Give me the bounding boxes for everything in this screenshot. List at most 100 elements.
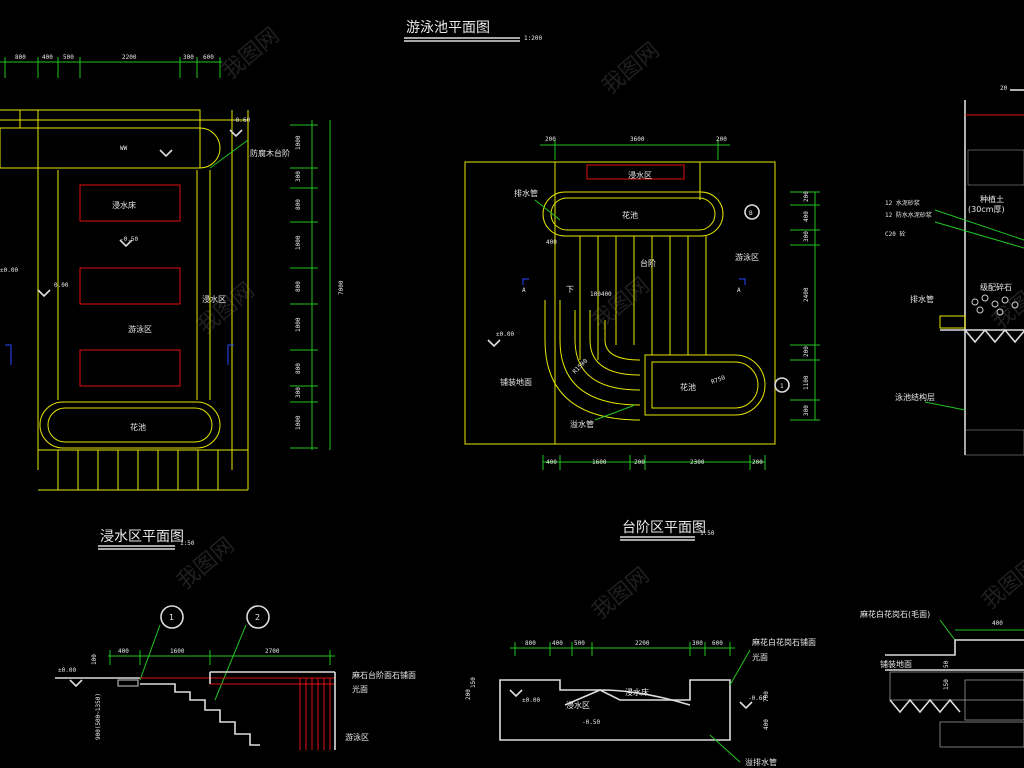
drain-label: 排水管 bbox=[514, 188, 538, 198]
dim: 200 bbox=[634, 459, 645, 466]
mark-1: 1 bbox=[780, 383, 784, 390]
mark-a: A bbox=[737, 287, 741, 294]
dim: 300 bbox=[803, 231, 810, 242]
dim: 300 bbox=[692, 640, 703, 647]
label: ±0.00 bbox=[522, 697, 540, 704]
gravel-pattern bbox=[971, 294, 1019, 316]
level-label: ±0.00 bbox=[496, 331, 514, 338]
layer-label: (30cm厚) bbox=[968, 205, 1005, 214]
dim: 800 bbox=[295, 199, 302, 210]
edge-note: 防腐木台阶 bbox=[250, 148, 290, 158]
bottom-left-section: 1 2 400 1600 2700 ±0.00 100 900(500~1350… bbox=[55, 605, 416, 750]
dim: 1600 bbox=[170, 648, 185, 655]
bottom-center-section: 800 400 500 2200 300 600 浸水床 浸水区 -0.60 ±… bbox=[465, 637, 816, 767]
total-dim: 7000 bbox=[338, 280, 345, 295]
dim: 400 bbox=[546, 459, 557, 466]
flower-bot-label: 花池 bbox=[680, 382, 696, 392]
dim: 2200 bbox=[635, 640, 650, 647]
watermark: 我图网 bbox=[978, 553, 1024, 615]
drain-bot-label: 溢水管 bbox=[570, 419, 594, 429]
flower-top-label: 花池 bbox=[622, 210, 638, 220]
level-left: ±0.00 bbox=[0, 267, 18, 274]
dim: 150 bbox=[943, 679, 950, 690]
level-mid: 0.00 bbox=[54, 282, 69, 289]
dim: 800 bbox=[295, 363, 302, 374]
marker-2: 2 bbox=[255, 613, 260, 622]
center-title-scale: 1:50 bbox=[700, 530, 715, 537]
depth-label: -0.50 bbox=[120, 236, 138, 243]
dim: 2300 bbox=[690, 459, 705, 466]
arc-label: R1500 bbox=[571, 357, 589, 375]
dim: 200 bbox=[803, 346, 810, 357]
dim: 50 bbox=[943, 660, 950, 668]
main-title: 游泳池平面图 1:200 bbox=[404, 20, 542, 42]
vert-dim: 900(500~1350) bbox=[95, 693, 102, 740]
material-label: 光面 bbox=[352, 684, 368, 694]
center-title-text: 台阶区平面图 bbox=[622, 520, 706, 536]
dim: 1000 bbox=[295, 235, 302, 250]
label: 麻花白花岗石铺面 bbox=[752, 637, 816, 647]
center-plan: 200 3600 200 浸水区 花池 B 台阶 游泳区 100400 下 bbox=[464, 136, 820, 470]
dim-400: 400 bbox=[546, 239, 557, 246]
dim: 200 bbox=[752, 459, 763, 466]
ww-label: WW bbox=[120, 145, 128, 152]
dim: 800 bbox=[15, 54, 26, 61]
dim: 20 bbox=[1000, 85, 1008, 92]
watermark: 我图网 bbox=[598, 38, 665, 100]
dim: 600 bbox=[712, 640, 723, 647]
down-label: 下 bbox=[566, 285, 574, 294]
dim: 800 bbox=[295, 281, 302, 292]
dim: 500 bbox=[574, 640, 585, 647]
label: 铺装地面 bbox=[880, 659, 912, 669]
dim: 300 bbox=[295, 387, 302, 398]
main-title-text: 游泳池平面图 bbox=[406, 20, 490, 36]
dim: 1100 bbox=[803, 375, 810, 390]
dim: 600 bbox=[203, 54, 214, 61]
dim: 2700 bbox=[265, 648, 280, 655]
flower-label: 花池 bbox=[130, 422, 146, 432]
layer-label: C20 砼 bbox=[885, 230, 905, 238]
dim: 3600 bbox=[630, 136, 645, 143]
mark-b: B bbox=[749, 210, 753, 217]
dim: 200 bbox=[803, 191, 810, 202]
dim: 200 bbox=[545, 136, 556, 143]
dim: 500 bbox=[63, 54, 74, 61]
label: 光面 bbox=[752, 652, 768, 662]
layer-label: 泳池结构层 bbox=[895, 392, 935, 402]
left-plan: 800 400 500 2200 300 600 WW -0.60 浸水床 -0… bbox=[0, 54, 345, 491]
dim: 700 bbox=[763, 691, 770, 702]
layer-label: 排水管 bbox=[910, 294, 934, 304]
mark-a: A bbox=[522, 287, 526, 294]
layer-label: 12 水泥砂浆 bbox=[885, 199, 920, 207]
label: -0.60 bbox=[748, 695, 766, 702]
material-label: 麻石台阶面石铺面 bbox=[352, 670, 416, 680]
dim: 400 bbox=[763, 719, 770, 730]
dim: 400 bbox=[992, 620, 1003, 627]
dim: 2200 bbox=[122, 54, 137, 61]
zone-label: 游泳区 bbox=[128, 324, 152, 334]
edge-label: 浸水区 bbox=[202, 294, 226, 304]
dim: 1000 bbox=[295, 135, 302, 150]
arc2-label: R750 bbox=[710, 374, 726, 386]
zone-label: 游泳区 bbox=[735, 252, 759, 262]
center-title: 台阶区平面图 1:50 bbox=[620, 520, 715, 541]
dim: 400 bbox=[42, 54, 53, 61]
main-title-scale: 1:200 bbox=[524, 35, 542, 42]
watermark: 我图网 bbox=[193, 278, 260, 340]
left-title-scale: 1:50 bbox=[180, 540, 195, 547]
label: 浸水床 bbox=[625, 687, 649, 697]
layer-label: 级配碎石 bbox=[980, 282, 1012, 292]
dim: 1000 bbox=[295, 415, 302, 430]
inner-dim: 100400 bbox=[590, 291, 612, 298]
steps-label: 台阶 bbox=[640, 258, 656, 268]
left-title: 浸水区平面图 1:50 bbox=[98, 529, 195, 550]
label: 溢排水管 bbox=[745, 757, 777, 767]
slope-label: 铺装地面 bbox=[500, 377, 532, 387]
dim: 400 bbox=[118, 648, 129, 655]
layer-label: 12 防水水泥砂浆 bbox=[885, 211, 932, 219]
level-label: -0.60 bbox=[232, 117, 250, 124]
dim: 400 bbox=[803, 211, 810, 222]
dim: 150 bbox=[470, 677, 477, 688]
dim: 800 bbox=[525, 640, 536, 647]
zone-label: 游泳区 bbox=[345, 732, 369, 742]
